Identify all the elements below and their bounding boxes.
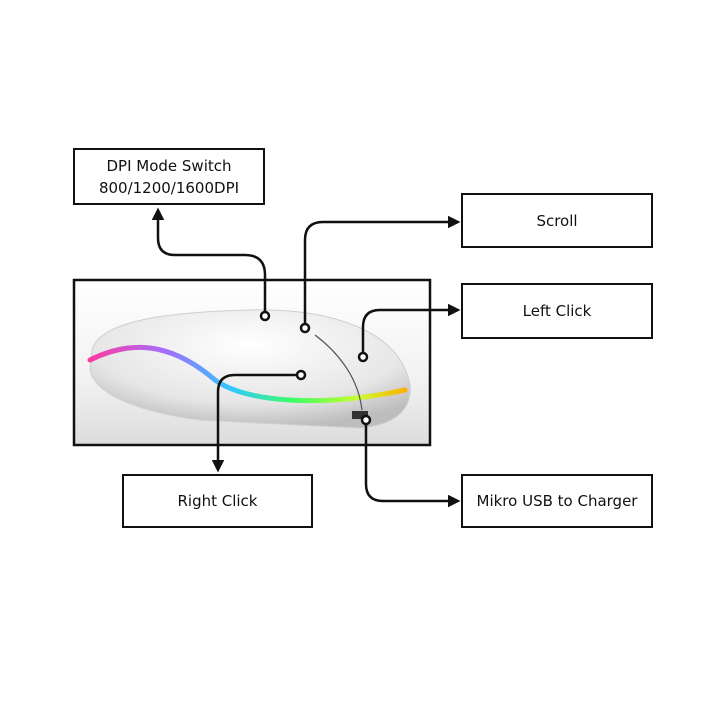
connector-lines [151,207,461,508]
left-click-text: Left Click [522,302,592,320]
scroll-label: Scroll [461,193,653,248]
scroll-text: Scroll [536,211,578,230]
dpi-mode-switch-label: DPI Mode Switch 800/1200/1600DPI [73,148,265,205]
dpi-values: 800/1200/1600DPI [98,178,240,197]
left-click-label: Left Click [461,283,653,339]
usb-text: Mikro USB to Charger [476,492,638,510]
scroll-connector [303,215,461,328]
mouse-photo [72,278,432,447]
left-click-connector [361,303,461,357]
right-click-text: Right Click [177,492,258,510]
usb-charger-label: Mikro USB to Charger [461,474,653,528]
dpi-title: DPI Mode Switch [106,156,232,175]
dpi-connector [151,207,267,316]
right-click-label: Right Click [122,474,313,528]
usb-connector [364,420,461,508]
anchor-dots [259,310,372,426]
right-click-connector [211,373,301,473]
